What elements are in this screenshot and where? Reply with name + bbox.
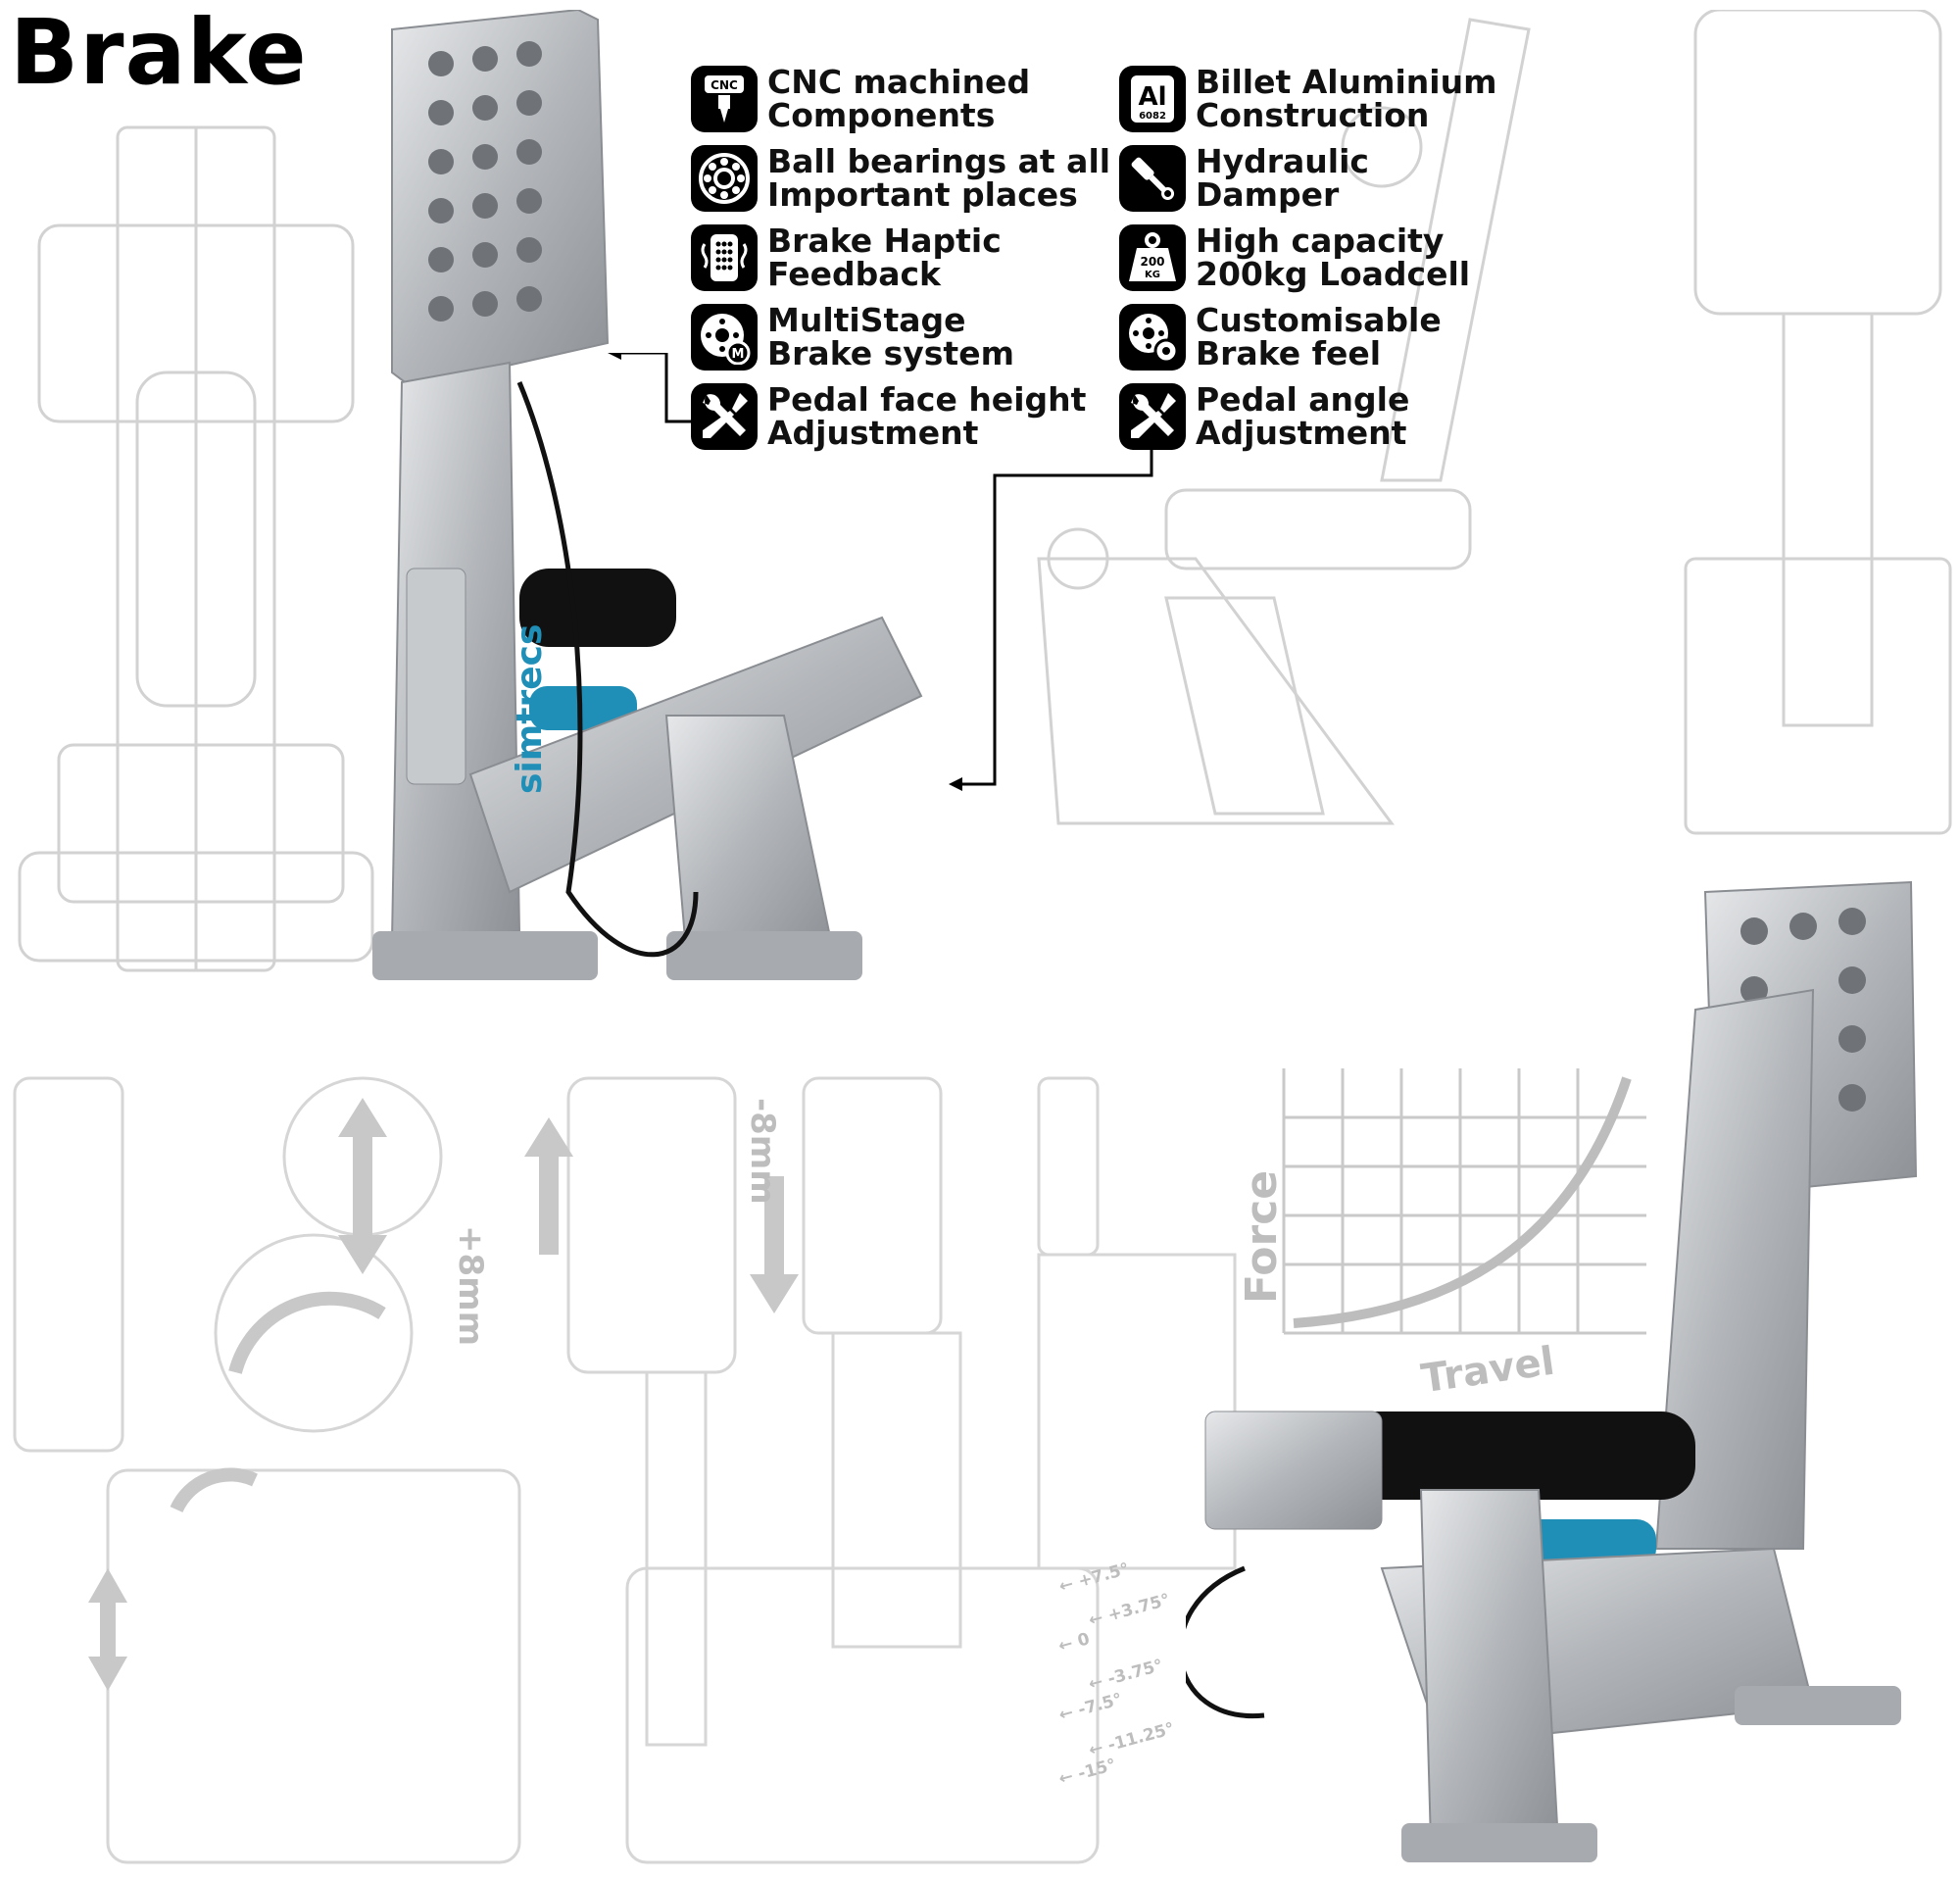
sketch-adjustment-views <box>13 1076 1237 1864</box>
feature-label: MultiStage Brake system <box>767 301 1014 372</box>
feature-label: Brake Haptic Feedback <box>767 222 1002 293</box>
ball-bearing-icon <box>691 145 758 212</box>
callout-arrows <box>608 353 1153 791</box>
feature-item: Pedal angle Adjustment <box>1119 383 1409 450</box>
feature-item: Pedal face height Adjustment <box>691 383 1086 450</box>
brake-settings-icon <box>1119 304 1186 371</box>
feature-item: M MultiStage Brake system <box>691 304 1014 371</box>
feature-label: Billet Aluminium Construction <box>1196 63 1497 134</box>
height-up-label: +8mm <box>451 1225 490 1347</box>
angle-step-label: ← +3.75° <box>1086 1590 1173 1631</box>
height-down-label: -8mm <box>743 1098 782 1205</box>
feature-label: Pedal angle Adjustment <box>1196 380 1410 452</box>
angle-steps: ← +7.5°← +3.75°← 0← -3.75°← -7.5°← -11.2… <box>1039 1559 1196 1823</box>
feature-label: High capacity 200kg Loadcell <box>1196 222 1471 293</box>
feature-item: Ball bearings at all Important places <box>691 145 1110 212</box>
feature-label: CNC machined Components <box>767 63 1031 134</box>
feature-item: Hydraulic Damper <box>1119 145 1369 212</box>
angle-step-label: ← -15° <box>1056 1755 1118 1790</box>
feature-label: Customisable Brake feel <box>1196 301 1442 372</box>
sketch-side-view <box>1037 18 1531 825</box>
brake-pedal-secondary-photo <box>1186 880 1918 1862</box>
angle-step-label: ← -7.5° <box>1056 1689 1125 1726</box>
hydraulic-damper-icon <box>1119 145 1186 212</box>
angle-step-label: ← -3.75° <box>1086 1656 1165 1695</box>
feature-item: Brake Haptic Feedback <box>691 224 1002 291</box>
feature-label: Pedal face height Adjustment <box>767 380 1087 452</box>
cnc-icon: CNC <box>691 66 758 132</box>
brake-curve-chart <box>1282 1068 1646 1335</box>
svg-text:CNC: CNC <box>710 78 738 92</box>
brand-logo: simtrecs <box>510 623 550 794</box>
brake-pedal-main-photo <box>372 10 923 980</box>
page-title: Brake <box>10 0 308 105</box>
svg-text:Al: Al <box>1138 82 1166 112</box>
feature-item: Customisable Brake feel <box>1119 304 1442 371</box>
svg-text:6082: 6082 <box>1139 111 1166 122</box>
sketch-rear-view <box>1684 10 1952 835</box>
svg-text:M: M <box>732 347 745 362</box>
feature-label: Hydraulic Damper <box>1196 142 1369 214</box>
svg-text:200: 200 <box>1140 255 1164 269</box>
wrench-screwdriver-icon <box>1119 383 1186 450</box>
angle-step-label: ← -11.25° <box>1086 1718 1177 1761</box>
feature-item: CNC CNC machined Components <box>691 66 1030 132</box>
sketch-front-view <box>18 125 374 972</box>
haptic-feedback-icon <box>691 224 758 291</box>
angle-step-label: ← 0 <box>1055 1629 1093 1657</box>
feature-label: Ball bearings at all Important places <box>767 142 1111 214</box>
multistage-brake-icon: M <box>691 304 758 371</box>
svg-text:KG: KG <box>1145 270 1160 280</box>
wrench-screwdriver-icon <box>691 383 758 450</box>
